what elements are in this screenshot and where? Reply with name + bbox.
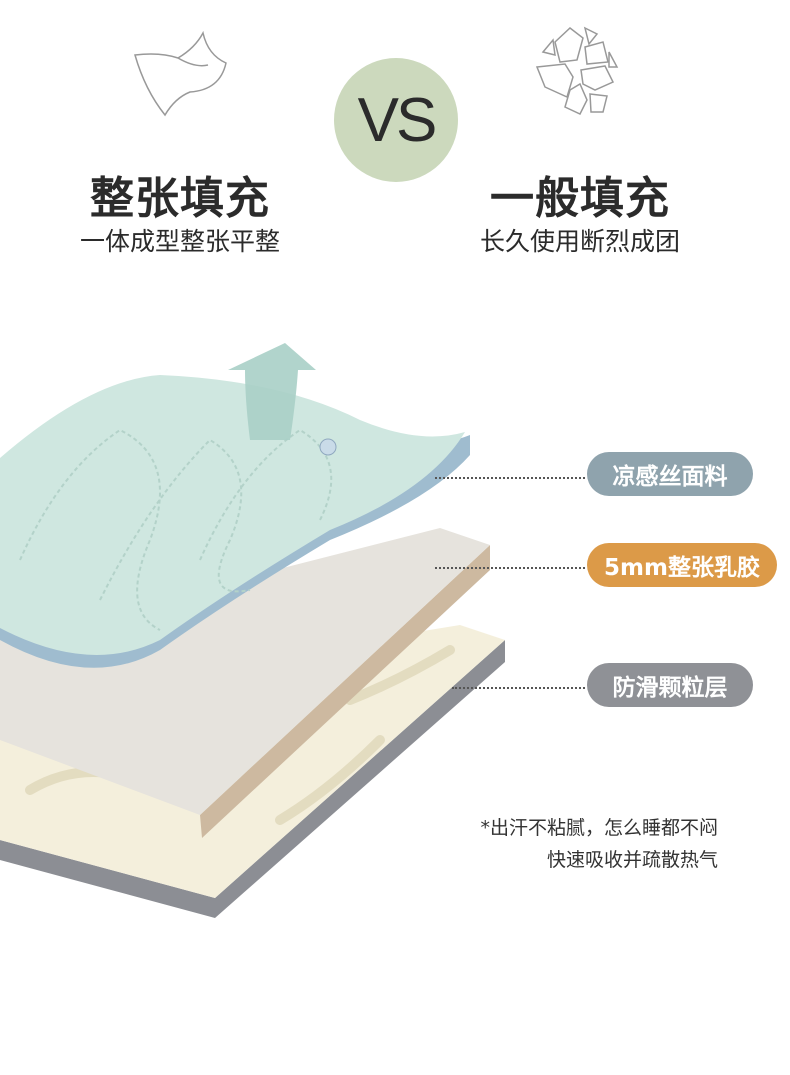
breathable-arrow (228, 343, 316, 440)
granule-pointer-line (452, 687, 585, 689)
broken-pieces-icon (535, 26, 619, 115)
right-title: 一般填充 (490, 173, 670, 224)
latex-pointer-line (435, 567, 585, 569)
whole-sheet-icon (134, 30, 227, 117)
cooling-fabric-layer (0, 375, 470, 668)
label-text: 5mm整张乳胶 (604, 555, 760, 581)
note-line-1: *出汗不粘腻，怎么睡都不闷 (480, 817, 718, 839)
latex-layer (0, 528, 490, 838)
left-subtitle: 一体成型整张平整 (79, 227, 280, 256)
label-text: 凉感丝面料 (612, 464, 728, 490)
label-latex: 5mm整张乳胶 (587, 543, 777, 587)
water-droplet (319, 438, 337, 456)
right-subtitle: 长久使用断烈成团 (479, 227, 680, 256)
vs-badge: VS (334, 58, 458, 182)
label-anti-slip: 防滑颗粒层 (587, 663, 753, 707)
label-text: 防滑颗粒层 (612, 675, 728, 701)
fabric-pointer-line (435, 477, 585, 479)
mattress-layers-illustration (0, 343, 505, 918)
left-title: 整张填充 (90, 173, 270, 224)
label-cooling-fabric: 凉感丝面料 (587, 452, 753, 496)
note-line-2: 快速吸收并疏散热气 (546, 849, 718, 871)
